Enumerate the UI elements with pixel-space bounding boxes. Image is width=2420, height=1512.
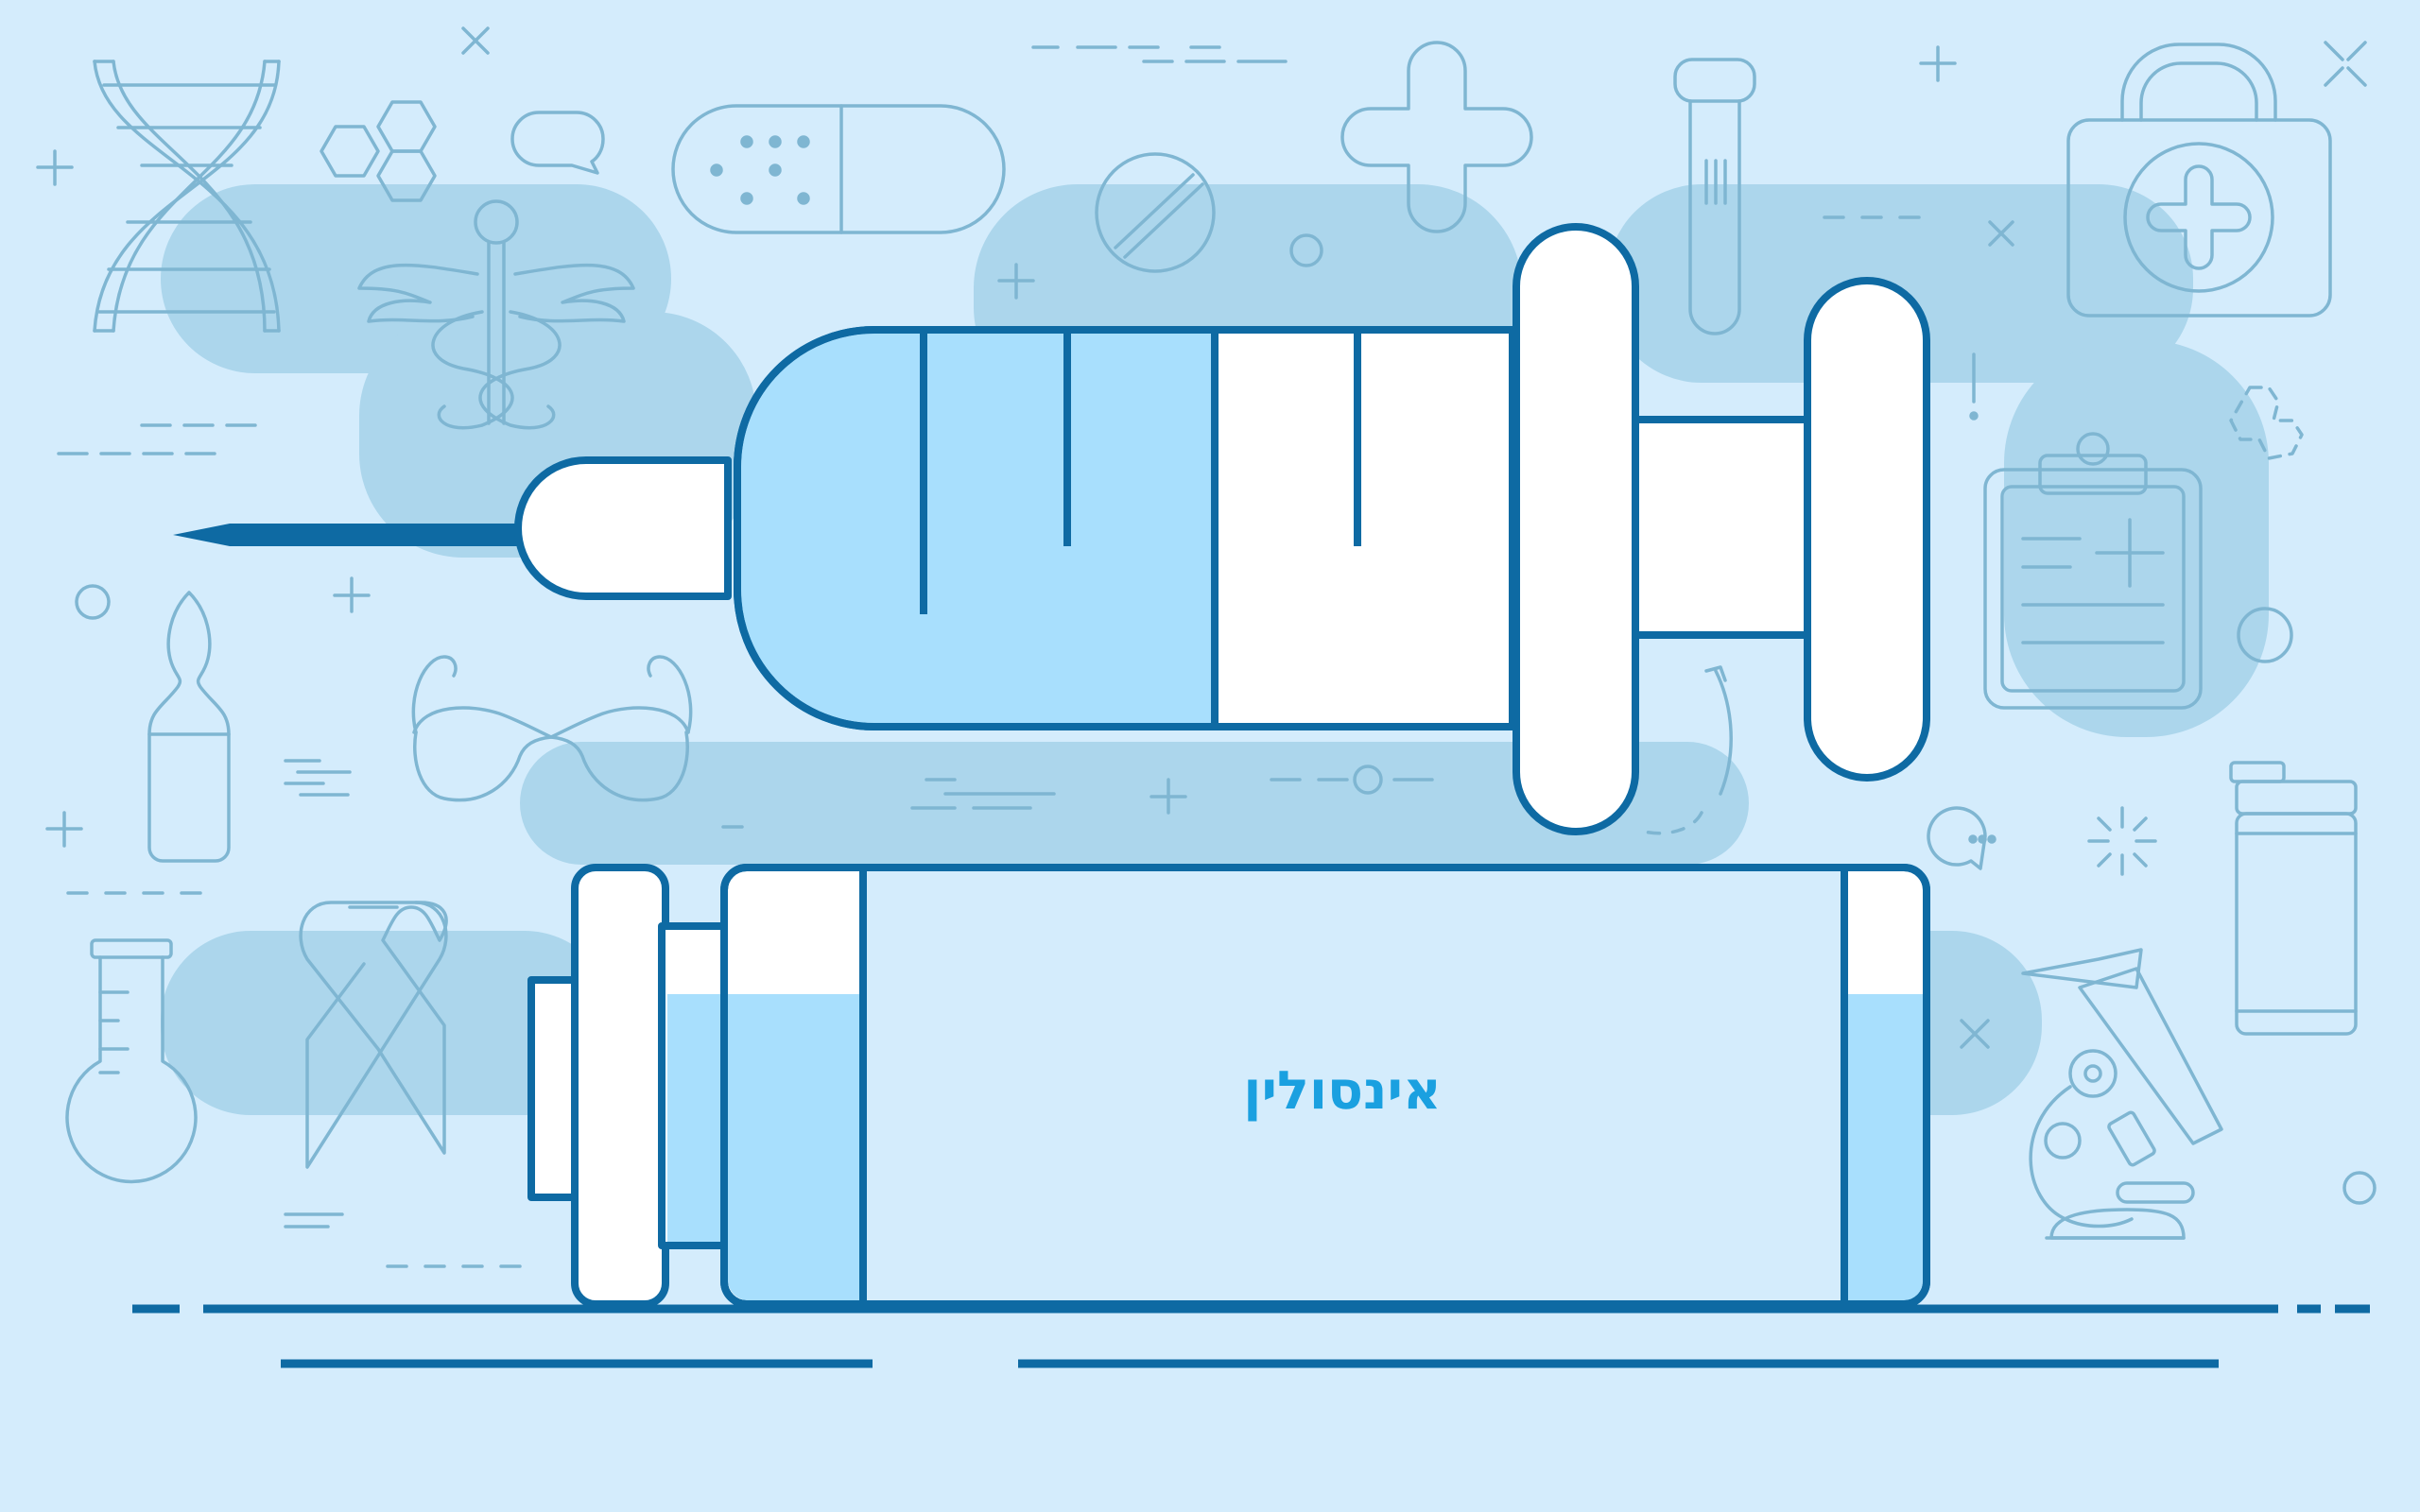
decorations <box>36 26 2377 1268</box>
ampoule-icon <box>147 591 231 863</box>
ground-lines <box>132 1304 2370 1368</box>
glasses-icon <box>411 655 693 802</box>
test-tube-icon <box>1673 58 1756 335</box>
first-aid-kit-icon <box>2066 43 2332 318</box>
clipboard-icon <box>1983 432 2203 710</box>
caduceus-icon <box>357 199 635 430</box>
ribbon-icon <box>299 901 448 1169</box>
bandage-icon <box>671 104 1006 234</box>
molecule-icon <box>320 100 437 202</box>
bottle-icon <box>2229 761 2358 1036</box>
medical-cross-icon <box>1340 41 1533 233</box>
chat-bubble-icon <box>510 111 605 175</box>
flask-icon <box>65 938 198 1184</box>
syringe <box>173 223 1930 835</box>
vial-label: אינסולין <box>1243 1060 1442 1122</box>
microscope-icon <box>2021 948 2223 1240</box>
pill-icon <box>1095 152 1216 273</box>
dna-icon <box>93 60 281 333</box>
insulin-vial <box>527 864 1930 1308</box>
